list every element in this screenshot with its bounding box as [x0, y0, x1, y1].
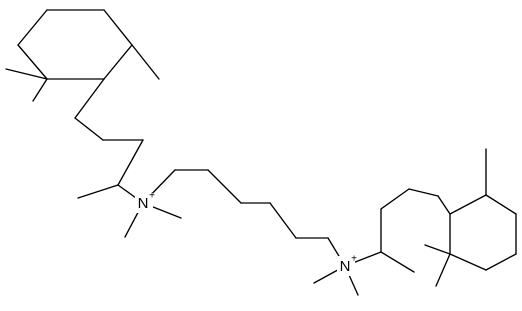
bond-right-chain-3 — [408, 188, 439, 197]
bond-left-gem-methyl-down — [32, 78, 48, 102]
bond-left-chain-2 — [74, 117, 104, 141]
bond-right-gem-methyl-left — [424, 244, 451, 255]
bond-right-chain-2 — [380, 188, 410, 210]
atom-labels: N + N + — [135, 191, 357, 276]
bond-right-chain-4 — [437, 195, 451, 215]
nitrogen-atom-right: N + — [337, 254, 357, 276]
nitrogen-left-charge: + — [149, 191, 155, 202]
bond-left-chain-methyl — [77, 184, 119, 199]
bond-right-ring-upper-right — [485, 194, 517, 215]
bond-left-ring-upper-left — [17, 9, 48, 46]
bond-left-ring-lower-right — [103, 44, 133, 80]
bond-right-ring-bottom — [449, 253, 487, 271]
bond-left-chain-1 — [74, 78, 105, 119]
bond-right-ring-lower-right — [485, 253, 517, 271]
bond-lines — [5, 9, 517, 296]
bond-left-chain-4 — [117, 139, 144, 186]
nitrogen-right-charge: + — [351, 254, 357, 265]
nitrogen-left-symbol: N — [138, 195, 149, 212]
bond-left-ring-lower-left — [17, 44, 48, 80]
bond-right-gem-methyl-down — [435, 253, 451, 287]
bond-bridge-3 — [207, 169, 242, 204]
bond-bridge-5 — [269, 202, 297, 239]
bond-right-ring-top — [449, 194, 487, 215]
bond-left-gem-methyl-left — [5, 68, 48, 80]
bond-right-chain-methyl — [380, 251, 415, 273]
bond-left-ring-methyl-right — [131, 44, 160, 80]
nitrogen-atom-left: N + — [135, 191, 155, 213]
bond-left-ring-upper-right — [103, 9, 133, 46]
nitrogen-right-symbol: N — [340, 258, 351, 275]
